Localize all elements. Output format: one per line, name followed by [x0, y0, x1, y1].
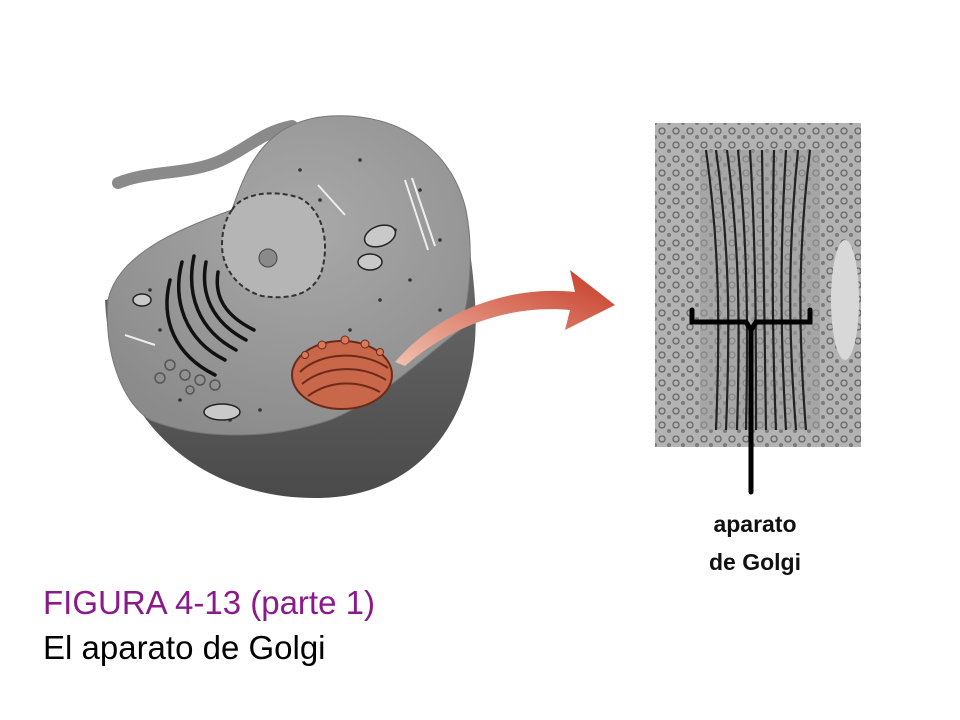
golgi-illustration: [291, 335, 393, 410]
cell-illustration: [105, 115, 476, 499]
curved-arrow-icon: [395, 270, 615, 366]
nucleolus: [258, 248, 278, 268]
mitochondria: [132, 224, 397, 421]
nucleus: [220, 192, 326, 299]
golgi-label-line1: aparato: [713, 511, 797, 537]
rough-er: [165, 254, 256, 377]
golgi-micrograph: [655, 123, 861, 447]
flagellum: [112, 120, 298, 189]
golgi-bracket: [689, 307, 813, 495]
golgi-label-line2: de Golgi: [709, 549, 801, 575]
figure-title: El aparato de Golgi: [43, 629, 326, 666]
figure-number: FIGURA 4-13 (parte 1): [43, 584, 375, 621]
